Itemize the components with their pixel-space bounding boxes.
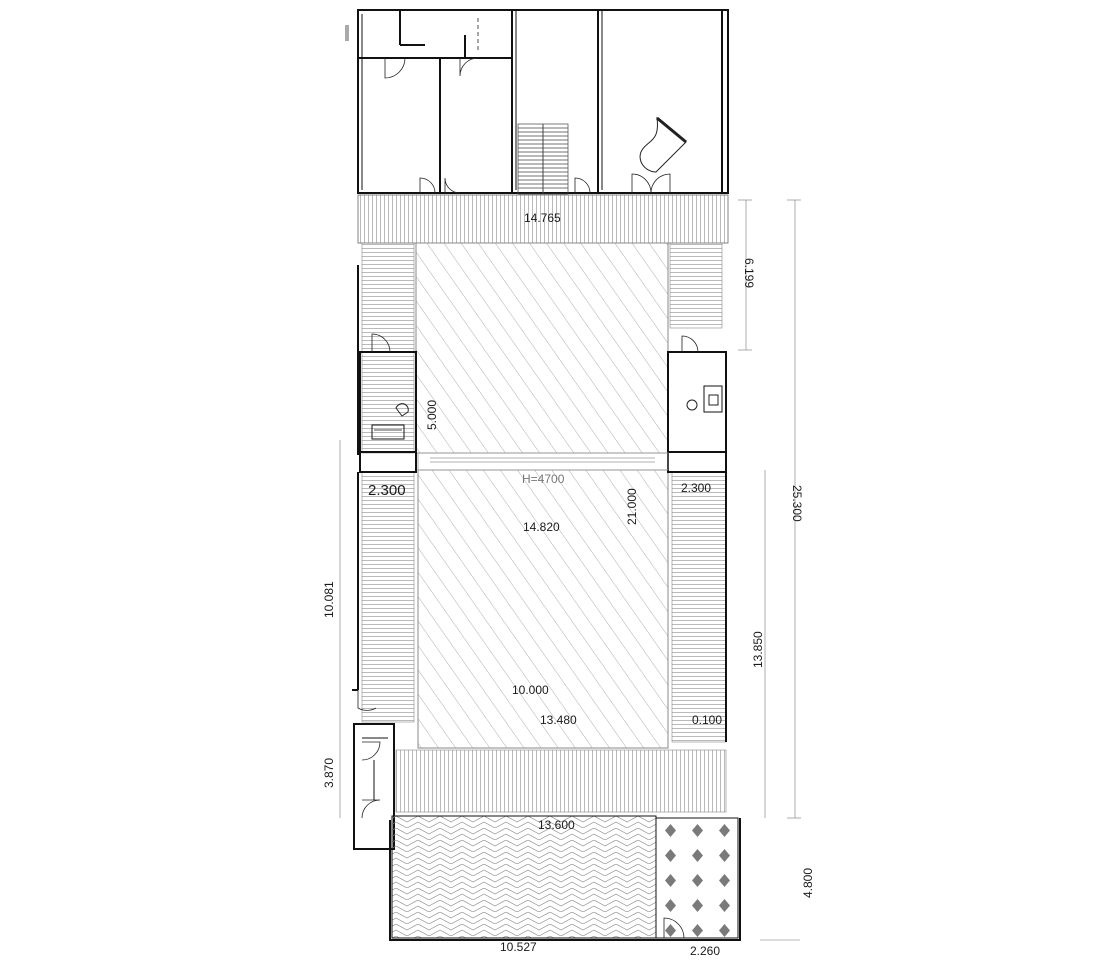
top-building-doors <box>384 18 671 194</box>
left-service-door <box>371 333 391 353</box>
dim-upper-courtyard: 5.000 <box>425 400 439 430</box>
piano-icon <box>639 116 687 173</box>
dim-lower-courtyard-width: 13.480 <box>540 713 577 727</box>
sink-icon <box>708 394 719 406</box>
right-service-door <box>681 335 699 353</box>
tiled-terrace <box>655 817 739 939</box>
left-deck-lower <box>361 471 415 723</box>
dim-bottom-deck-width: 13.600 <box>538 818 575 832</box>
lower-courtyard <box>417 469 669 749</box>
dimension-lines <box>339 199 801 941</box>
dim-lower-courtyard: 10.000 <box>512 683 549 697</box>
dim-courtyard-width: 14.820 <box>523 520 560 534</box>
central-passage <box>417 452 669 471</box>
side-door-left <box>357 690 377 711</box>
right-deck-upper <box>669 242 723 329</box>
dim-height: H=4700 <box>522 472 565 486</box>
dim-terrace-depth: 4.800 <box>801 868 815 898</box>
terrace-wall <box>389 818 741 941</box>
dim-left-deck: 2.300 <box>368 482 406 499</box>
upper-courtyard <box>415 242 669 454</box>
right-service-room <box>667 351 727 473</box>
staircase <box>517 123 569 195</box>
dim-right-deck: 2.300 <box>681 481 711 495</box>
dim-top-deck-width: 14.765 <box>524 211 561 225</box>
dim-courtyard-length: 21.000 <box>625 488 639 525</box>
top-deck <box>357 194 729 244</box>
dim-upper-right: 6.199 <box>742 258 756 288</box>
dim-small-offset: 0.100 <box>692 713 722 727</box>
left-service-room <box>359 351 417 473</box>
dim-tile-width: 2.260 <box>690 944 720 958</box>
entrance-door-upper <box>361 741 381 761</box>
bottom-deck <box>395 749 727 813</box>
dim-total-length: 25.300 <box>790 485 804 522</box>
entrance-door-lower <box>361 799 381 819</box>
left-deck-upper <box>361 242 415 454</box>
left-toilet-icon <box>395 403 409 417</box>
right-toilet-icon <box>686 399 698 411</box>
right-deck-lower <box>671 471 727 743</box>
dim-entrance: 3.870 <box>322 758 336 788</box>
terrace-door <box>663 917 685 939</box>
herringbone-terrace <box>391 815 657 939</box>
left-wall <box>352 265 359 691</box>
dim-right-lower: 13.850 <box>751 631 765 668</box>
dim-terrace-width: 10.527 <box>500 940 537 954</box>
marker-icon <box>345 25 349 41</box>
entrance-block <box>353 723 395 850</box>
dim-left-wall: 10.081 <box>322 581 336 618</box>
